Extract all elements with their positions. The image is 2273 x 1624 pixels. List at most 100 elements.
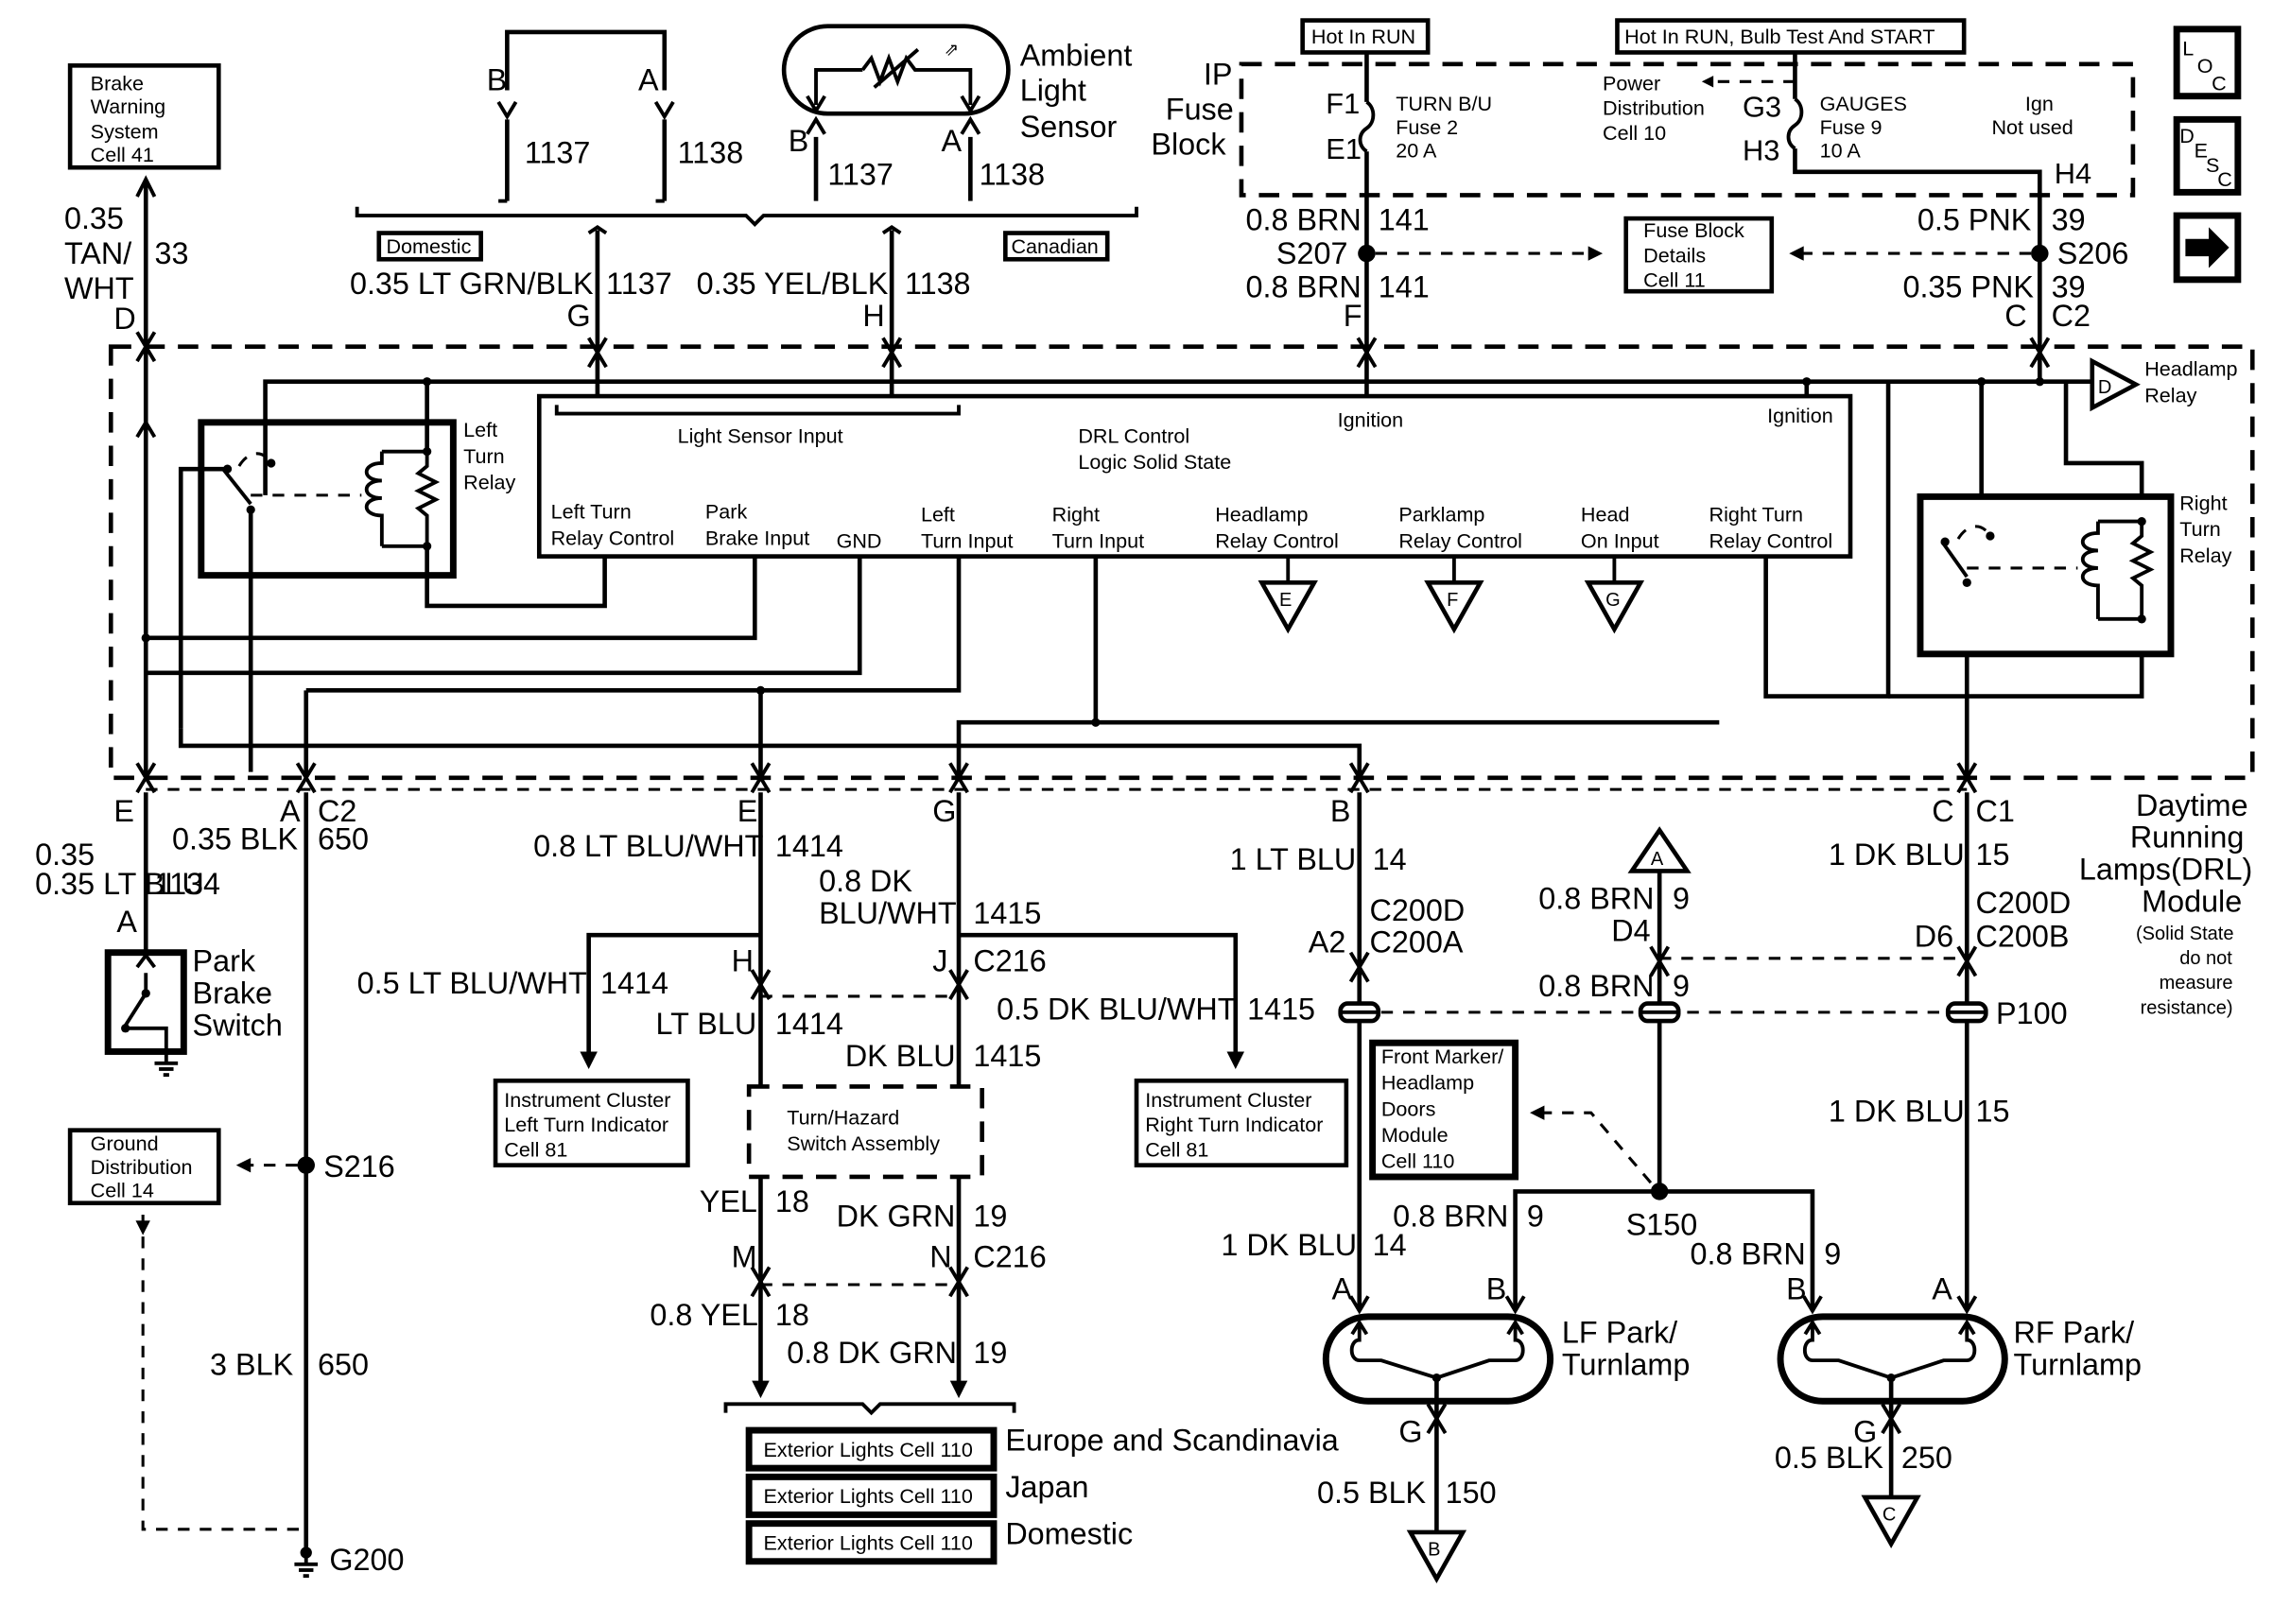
svg-text:C: C	[2004, 299, 2026, 333]
svg-text:G: G	[1605, 590, 1621, 611]
svg-text:141: 141	[1379, 269, 1430, 303]
left-turn-relay-label-1: Left	[463, 418, 497, 441]
pin-d-top: D	[113, 302, 135, 336]
svg-text:1138: 1138	[905, 267, 971, 301]
svg-text:Exterior Lights Cell 110: Exterior Lights Cell 110	[764, 1438, 973, 1461]
svg-text:D4: D4	[1611, 913, 1650, 947]
next-arrow-icon[interactable]	[2173, 212, 2242, 284]
svg-text:0.8 BRN: 0.8 BRN	[1691, 1236, 1806, 1270]
svg-text:1414: 1414	[775, 1007, 843, 1041]
splice-s206	[2031, 244, 2049, 263]
input-headlamp-ctrl-1: Headlamp	[1215, 503, 1308, 527]
svg-text:Warning: Warning	[91, 95, 165, 118]
input-ignition-2: Ignition	[1767, 404, 1833, 427]
svg-text:E: E	[1279, 590, 1292, 611]
fuse-2-symbol	[1358, 100, 1376, 153]
ext-lights-brace	[723, 1402, 1016, 1416]
drl-note-2: do not	[2179, 948, 2232, 969]
lf-park-turnlamp	[1322, 1313, 1554, 1532]
domestic-tag	[376, 231, 483, 262]
svg-text:0.35 BLK: 0.35 BLK	[172, 821, 298, 855]
svg-text:1414: 1414	[775, 829, 843, 863]
right-relay-coil	[2080, 521, 2100, 619]
input-ignition-1: Ignition	[1338, 407, 1404, 431]
svg-text:Distribution: Distribution	[91, 1155, 193, 1179]
svg-text:G: G	[932, 794, 956, 828]
svg-text:0.5 DK BLU/WHT: 0.5 DK BLU/WHT	[997, 993, 1237, 1027]
svg-text:0.8 BRN: 0.8 BRN	[1538, 969, 1654, 1003]
svg-text:Turn/Hazard: Turn/Hazard	[787, 1106, 899, 1130]
svg-text:Instrument Cluster: Instrument Cluster	[1145, 1088, 1311, 1112]
wire-lt-grn-blk: 0.35 LT GRN/BLK	[350, 267, 594, 301]
rf-park-turnlamp	[1777, 1313, 2008, 1497]
svg-text:C: C	[2212, 72, 2227, 95]
loc-icon[interactable]: L O C	[2173, 26, 2242, 100]
ground-ref-f: F	[1424, 556, 1484, 634]
svg-text:H3: H3	[1743, 133, 1779, 166]
svg-text:A: A	[280, 794, 301, 828]
svg-text:G: G	[567, 299, 591, 333]
svg-text:0.8 BRN: 0.8 BRN	[1393, 1199, 1508, 1233]
svg-text:Cell 11: Cell 11	[1643, 268, 1706, 292]
svg-text:F: F	[1447, 590, 1458, 611]
svg-text:C2: C2	[2052, 299, 2091, 333]
wire-tan-wht-3: WHT	[64, 271, 134, 305]
svg-text:1137: 1137	[525, 136, 591, 170]
svg-text:0.8 BRN: 0.8 BRN	[1246, 269, 1362, 303]
svg-text:E: E	[737, 794, 758, 828]
svg-text:C216: C216	[973, 1240, 1046, 1274]
svg-text:39: 39	[2052, 269, 2086, 303]
svg-text:141: 141	[1379, 202, 1430, 236]
svg-text:0.35 LT BLU: 0.35 LT BLU	[35, 867, 204, 901]
svg-text:0.8 DK: 0.8 DK	[819, 864, 912, 898]
svg-text:G: G	[1853, 1414, 1877, 1448]
input-head-on-1: Head	[1581, 503, 1630, 527]
ic-right-turn-box	[1134, 1078, 1349, 1167]
svg-text:0.35: 0.35	[35, 838, 95, 872]
svg-text:C1: C1	[1976, 794, 2015, 828]
input-right-turn-relay-1: Right Turn	[1709, 503, 1803, 527]
svg-text:1137: 1137	[827, 158, 894, 192]
svg-text:B: B	[1786, 1271, 1807, 1305]
drl-module-label-3: Lamps(DRL)	[2079, 853, 2252, 887]
headlamp-relay-label-1: Headlamp	[2144, 357, 2237, 381]
left-relay-resistor	[414, 451, 441, 546]
drl-module-label-2: Running	[2130, 821, 2244, 855]
svg-text:C: C	[2217, 167, 2232, 191]
svg-text:S: S	[2206, 153, 2219, 177]
svg-text:Fuse Block: Fuse Block	[1643, 218, 1744, 242]
svg-text:J: J	[932, 944, 947, 978]
desc-icon[interactable]: D E S C	[2173, 115, 2242, 196]
input-left-turn-relay-1: Left Turn	[551, 500, 632, 524]
svg-text:A: A	[1331, 1271, 1352, 1305]
svg-text:C200B: C200B	[1976, 920, 2070, 954]
svg-text:Cell 110: Cell 110	[1381, 1149, 1455, 1173]
headlamp-relay-ref	[2090, 357, 2141, 412]
region-europe: Europe and Scandinavia	[1005, 1424, 1338, 1458]
drl-note-4: resistance)	[2141, 997, 2233, 1018]
region-japan: Japan	[1005, 1470, 1088, 1504]
ref-triangle-b	[1406, 1529, 1467, 1583]
svg-text:1 DK BLU: 1 DK BLU	[1829, 838, 1965, 872]
svg-text:DK GRN: DK GRN	[837, 1199, 956, 1233]
svg-text:650: 650	[318, 1348, 369, 1382]
left-turn-relay-label-2: Turn	[463, 444, 505, 468]
svg-text:A: A	[116, 905, 137, 939]
wire-33-label: 33	[154, 236, 188, 270]
svg-text:Hot In RUN, Bulb Test And STAR: Hot In RUN, Bulb Test And START	[1624, 25, 1935, 48]
svg-text:0.8 BRN: 0.8 BRN	[1246, 202, 1362, 236]
svg-text:Exterior Lights Cell 110: Exterior Lights Cell 110	[764, 1484, 973, 1508]
ext-lights-europe-box	[745, 1426, 998, 1472]
ip-label-1: IP	[1204, 57, 1233, 91]
svg-text:20 A: 20 A	[1396, 138, 1437, 162]
wire-tan-wht-2: TAN/	[64, 236, 131, 270]
ext-lights-japan-box	[745, 1473, 998, 1518]
svg-text:Switch Assembly: Switch Assembly	[787, 1132, 940, 1155]
svg-text:Canadian: Canadian	[1011, 234, 1098, 258]
svg-text:10 A: 10 A	[1820, 138, 1862, 162]
svg-text:F: F	[1344, 299, 1362, 333]
svg-text:E1: E1	[1326, 132, 1362, 165]
svg-text:0.35 PNK: 0.35 PNK	[1902, 269, 2034, 303]
svg-text:Doors: Doors	[1381, 1097, 1436, 1120]
svg-text:A: A	[1932, 1271, 1952, 1305]
